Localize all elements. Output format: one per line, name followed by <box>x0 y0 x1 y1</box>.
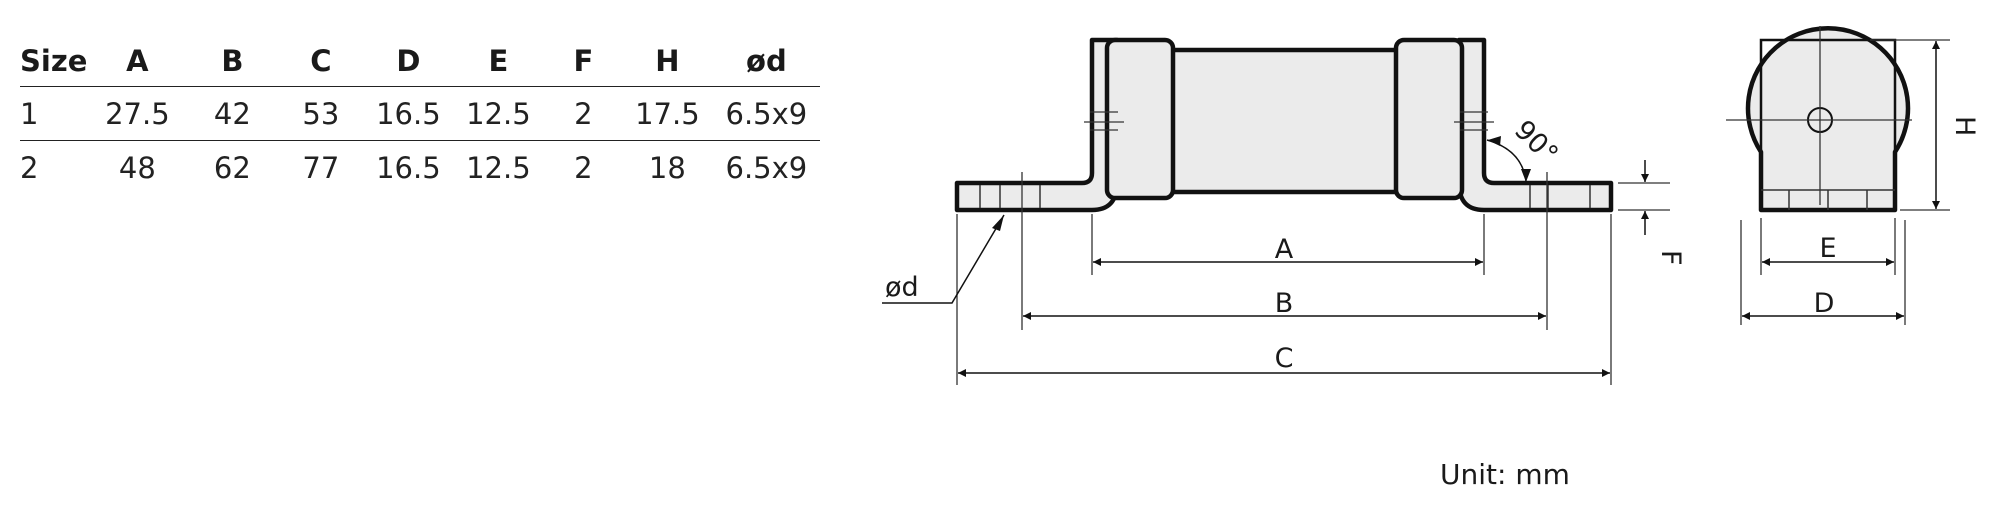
cell-size: 1 <box>20 86 88 141</box>
label-angle: 90° <box>1508 115 1564 171</box>
end-view-outline <box>1745 26 1911 213</box>
end-view-slot-lines <box>1761 189 1895 210</box>
cell-hole-diameter: 6.5x9 <box>725 150 808 185</box>
right-end-cap <box>1393 37 1465 201</box>
label-hole-diameter: ød <box>885 272 919 303</box>
extension-lines <box>956 172 1612 385</box>
unit-label: Unit: mm <box>1440 458 1570 491</box>
centre-marks <box>1084 111 1494 131</box>
label-a: A <box>1275 234 1294 265</box>
cell-hole-diameter: 6.5x9 <box>712 86 821 141</box>
header-h: H <box>622 36 713 87</box>
header-hole-diameter: ød <box>712 36 821 87</box>
end-view-extension-lines <box>1740 39 1950 325</box>
left-end-cap <box>1104 37 1176 201</box>
end-view: E D H <box>1726 26 1980 325</box>
table-row: 2 48 62 77 16.5 12.5 2 18 6.5x9 <box>20 141 820 195</box>
end-view-tag <box>1759 38 1897 152</box>
label-e: E <box>1819 233 1836 264</box>
header-a: A <box>87 36 188 87</box>
cell-c: 77 <box>302 150 340 185</box>
slot-lines <box>979 185 1591 208</box>
header-f: F <box>544 36 623 87</box>
header-e: E <box>452 36 545 87</box>
cell-a: 48 <box>118 150 156 185</box>
side-view: A B C ød 90° F <box>882 37 1686 385</box>
label-d: D <box>1814 288 1835 319</box>
header-d: D <box>364 36 453 87</box>
cell-e: 12.5 <box>466 150 531 185</box>
dimensions-table: Size A B C D E F H ød 1 27.5 42 53 16.5 … <box>20 36 821 195</box>
header-size: Size <box>20 36 88 87</box>
cell-f: 2 <box>574 150 593 185</box>
label-c: C <box>1275 343 1294 374</box>
cell-h: 17.5 <box>622 86 713 141</box>
table-header-row: Size A B C D E F H ød <box>20 36 821 87</box>
label-f: F <box>1655 250 1686 266</box>
f-extension-lines <box>1618 182 1670 211</box>
fuse-barrel <box>1167 47 1409 195</box>
label-b: B <box>1275 288 1294 319</box>
label-h: H <box>1949 116 1980 136</box>
cell-h: 18 <box>648 150 686 185</box>
cell-a: 27.5 <box>87 86 188 141</box>
cell-size: 2 <box>20 150 39 185</box>
header-c: C <box>277 36 365 87</box>
cell-e: 12.5 <box>452 86 545 141</box>
header-b: B <box>187 36 278 87</box>
cell-b: 62 <box>213 150 251 185</box>
cell-c: 53 <box>277 86 365 141</box>
hole-leader <box>882 214 1005 304</box>
left-mounting-tag <box>954 37 1120 213</box>
cell-d: 16.5 <box>376 150 441 185</box>
cell-b: 42 <box>187 86 278 141</box>
cell-d: 16.5 <box>364 86 453 141</box>
table-row: 1 27.5 42 53 16.5 12.5 2 17.5 6.5x9 <box>20 86 821 141</box>
cell-f: 2 <box>544 86 623 141</box>
